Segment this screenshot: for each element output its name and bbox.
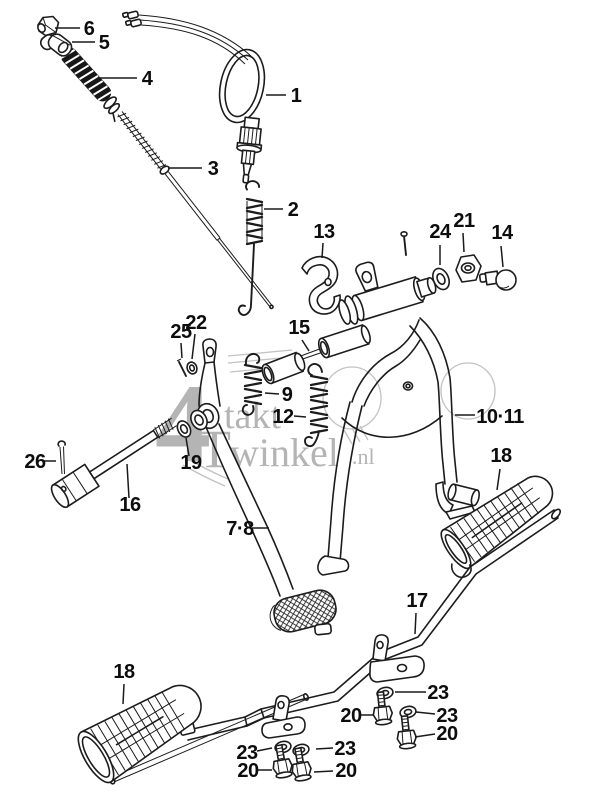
pedal-pad [269, 589, 337, 636]
callout-leader-20-26 [414, 733, 436, 738]
callout-4-2: 4 [142, 68, 154, 90]
callout-7·8-20: 7·8 [226, 518, 254, 540]
callout-leader-22-12 [191, 333, 196, 360]
callout-leader-18-19 [496, 468, 501, 491]
callout-23-29: 23 [334, 738, 356, 760]
callout-leader-12-14 [293, 415, 307, 418]
callout-6-0: 6 [84, 18, 95, 40]
callout-2-5: 2 [288, 199, 299, 221]
watermark-suffix-nl: .nl [352, 444, 375, 469]
cable-adjuster [236, 116, 263, 184]
part-spring-12 [304, 363, 329, 448]
callout-3-3: 3 [208, 158, 219, 180]
callout-20-24: 20 [340, 705, 362, 727]
part-footpeg-rubber-18-left [77, 684, 202, 784]
callout-23-23: 23 [427, 682, 449, 704]
callout-20-26: 20 [436, 723, 458, 745]
callout-10·11-15: 10·11 [476, 406, 524, 428]
callout-leader-17-21 [414, 612, 417, 635]
callout-leader-9-13 [264, 392, 280, 395]
part-rod-3 [117, 111, 274, 310]
cable-loop [218, 48, 266, 124]
callout-16-18: 16 [119, 494, 141, 516]
callout-19-16: 19 [180, 452, 202, 474]
callout-1-4: 1 [291, 85, 302, 107]
part-spring-9 [241, 353, 263, 416]
callout-15-10: 15 [288, 317, 310, 339]
part-spring-4 [60, 47, 121, 123]
callout-24-7: 24 [429, 221, 452, 243]
part-footrest-bar-17 [108, 508, 562, 785]
callout-leader-23-25 [415, 711, 436, 715]
part-bracket-13 [301, 255, 341, 315]
part-center-stand-10-11 [317, 317, 480, 576]
callout-leader-25-11 [180, 342, 183, 359]
callout-leader-19-16 [185, 437, 190, 457]
callout-leader-23-29 [315, 747, 334, 750]
callout-leader-21-8 [462, 232, 465, 253]
part-pivot-shaft-15 [261, 231, 437, 385]
callout-20-30: 20 [335, 760, 357, 782]
callout-leader-13-6 [321, 242, 324, 259]
callout-21-8: 21 [453, 210, 475, 232]
part-lever-16 [50, 417, 177, 509]
callout-23-25: 23 [436, 705, 458, 727]
callout-20-28: 20 [237, 760, 259, 782]
part-washer-24 [432, 267, 450, 291]
part-footpeg-rubber-18-right [440, 475, 554, 578]
callout-18-19: 18 [490, 445, 512, 467]
part-cap-nut-6 [37, 15, 60, 37]
callout-leader-18-22 [122, 683, 125, 705]
callout-leader-15-10 [301, 339, 310, 352]
part-washers-19 [176, 409, 208, 438]
part-ball-stud-14 [478, 269, 517, 291]
part-washer-22 [186, 361, 198, 375]
watermark-word-winkel: winkel [230, 430, 339, 475]
callout-9-13: 9 [282, 384, 293, 406]
callout-22-12: 22 [185, 312, 207, 334]
callout-leader-16-18 [126, 463, 130, 499]
callout-leader-23-27 [256, 747, 273, 752]
callout-14-9: 14 [491, 222, 514, 244]
part-nut-21 [455, 254, 482, 283]
callout-5-1: 5 [99, 32, 110, 54]
part-pin-25 [176, 358, 187, 377]
callout-13-6: 13 [313, 221, 335, 243]
part-spring-2 [237, 180, 264, 316]
callout-leader-14-9 [500, 245, 504, 268]
part-cotter-pin-26 [57, 440, 66, 475]
part-bolts-20 [272, 691, 418, 782]
callout-26-17: 26 [24, 451, 46, 473]
callout-12-14: 12 [272, 406, 294, 428]
callout-23-27: 23 [236, 742, 258, 764]
part-clamp-5 [39, 33, 73, 57]
part-cable-1 [121, 10, 266, 184]
part-brake-pedal-7-8 [196, 338, 337, 636]
callout-17-21: 17 [406, 590, 428, 612]
callout-25-11: 25 [170, 321, 192, 343]
callout-18-22: 18 [113, 661, 135, 683]
callout-leader-20-30 [313, 770, 334, 773]
